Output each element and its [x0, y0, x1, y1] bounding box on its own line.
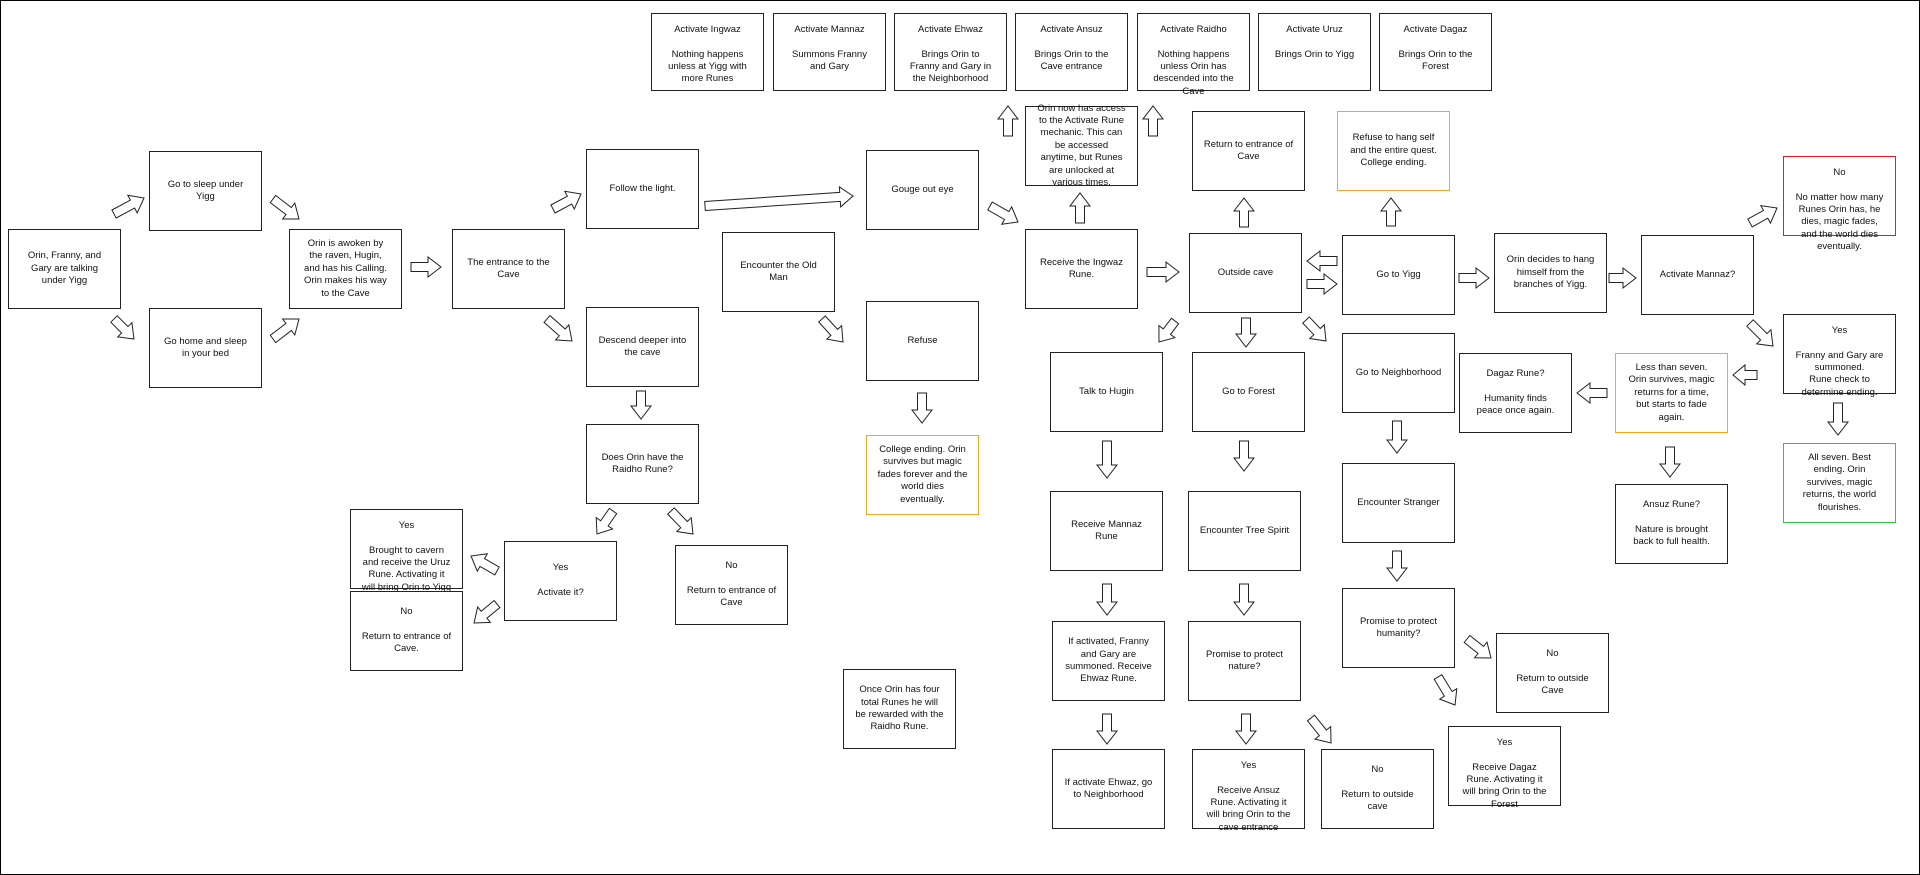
- flow-arrow-icon: [1095, 713, 1119, 745]
- flow-arrow-icon: [910, 392, 934, 424]
- flow-arrow-icon: [1095, 583, 1119, 616]
- flow-arrow-icon: [410, 255, 442, 279]
- flow-arrow-icon: [1458, 266, 1490, 290]
- node-receive-mannaz: Receive Mannaz Rune: [1050, 491, 1163, 571]
- node-protect-humanity: Promise to protect humanity?: [1342, 588, 1455, 668]
- node-old-man: Encounter the Old Man: [722, 232, 835, 312]
- flow-arrow-icon: [1234, 317, 1258, 348]
- flow-arrow-icon: [1232, 583, 1256, 616]
- node-uruz-no: No Return to entrance of Cave.: [350, 591, 463, 671]
- node-outside-cave: Outside cave: [1189, 233, 1302, 313]
- node-activate-ansuz: Activate Ansuz Brings Orin to the Cave e…: [1015, 13, 1128, 91]
- flow-arrow-icon: [629, 390, 653, 420]
- flow-arrow-icon: [1146, 260, 1180, 284]
- node-uruz-yes: Yes Brought to cavern and receive the Ur…: [350, 509, 463, 593]
- node-ansuz-check: Ansuz Rune? Nature is brought back to fu…: [1615, 484, 1728, 564]
- flow-arrow-icon: [1301, 316, 1327, 342]
- node-all-seven: All seven. Best ending. Orin survives, m…: [1783, 443, 1896, 523]
- flow-arrow-icon: [543, 314, 573, 342]
- flow-arrow-icon: [1385, 420, 1409, 454]
- node-gouge-eye: Gouge out eye: [866, 150, 979, 230]
- flow-arrow-icon: [1576, 381, 1608, 405]
- node-follow-light: Follow the light.: [586, 149, 699, 229]
- flow-arrow-icon: [1826, 402, 1850, 436]
- node-start: Orin, Franny, and Gary are talking under…: [8, 229, 121, 309]
- node-awoken: Orin is awoken by the raven, Hugin, and …: [289, 229, 402, 309]
- flow-arrow-icon: [550, 190, 582, 214]
- node-raidho-yes: Yes Activate it?: [504, 541, 617, 621]
- node-activate-dagaz: Activate Dagaz Brings Orin to the Forest: [1379, 13, 1492, 91]
- flow-arrow-icon: [269, 318, 300, 344]
- node-talk-hugin: Talk to Hugin: [1050, 352, 1163, 432]
- flow-arrow-icon: [1095, 440, 1119, 479]
- flow-arrow-icon: [269, 194, 300, 220]
- node-sleep-yigg: Go to sleep under Yigg: [149, 151, 262, 231]
- node-refuse-hang: Refuse to hang self and the entire quest…: [1337, 111, 1450, 191]
- flow-arrow-icon: [996, 105, 1020, 137]
- flow-arrow-icon: [817, 315, 844, 343]
- node-humanity-yes: Yes Receive Dagaz Rune. Activating it wi…: [1448, 726, 1561, 810]
- node-hang-self: Orin decides to hang himself from the br…: [1494, 233, 1607, 313]
- flow-arrow-icon: [1158, 317, 1180, 343]
- node-nature-no: No Return to outside cave: [1321, 749, 1434, 829]
- flow-arrow-icon: [987, 201, 1019, 225]
- node-dagaz-check: Dagaz Rune? Humanity finds peace once ag…: [1459, 353, 1572, 433]
- flow-arrow-icon: [1141, 105, 1165, 137]
- node-nature-yes: Yes Receive Ansuz Rune. Activating it wi…: [1192, 749, 1305, 833]
- flow-arrow-icon: [1433, 674, 1458, 706]
- flow-arrow-icon: [1232, 440, 1256, 472]
- flow-arrow-icon: [1463, 634, 1492, 659]
- node-mannaz-no: No No matter how many Runes Orin has, he…: [1783, 156, 1896, 252]
- node-return-entrance: Return to entrance of Cave: [1192, 111, 1305, 191]
- node-activate-mannaz-q: Activate Mannaz?: [1641, 235, 1754, 315]
- node-raidho-no: No Return to entrance of Cave: [675, 545, 788, 625]
- flow-arrow-icon: [1658, 446, 1682, 478]
- flow-arrow-icon: [1379, 197, 1403, 227]
- node-college-ending-1: College ending. Orin survives but magic …: [866, 435, 979, 515]
- node-stranger: Encounter Stranger: [1342, 463, 1455, 543]
- flow-arrow-icon: [1068, 192, 1092, 224]
- node-raidho-check: Does Orin have the Raidho Rune?: [586, 424, 699, 504]
- node-sleep-bed: Go home and sleep in your bed: [149, 308, 262, 388]
- flow-arrow-icon: [1306, 272, 1338, 296]
- flow-arrow-icon: [111, 194, 145, 219]
- node-go-yigg: Go to Yigg: [1342, 235, 1455, 315]
- node-go-neighborhood: Go to Neighborhood: [1342, 333, 1455, 413]
- node-cave-entrance: The entrance to the Cave: [452, 229, 565, 309]
- node-ingwaz-receive: Receive the Ingwaz Rune.: [1025, 229, 1138, 309]
- flow-arrow-icon: [470, 553, 500, 576]
- flow-arrow-icon: [1306, 714, 1332, 744]
- node-activate-mechanic: Orin now has access to the Activate Rune…: [1025, 103, 1138, 188]
- flow-arrow-icon: [1732, 363, 1758, 387]
- node-four-runes: Once Orin has four total Runes he will b…: [843, 669, 956, 749]
- node-go-forest: Go to Forest: [1192, 352, 1305, 432]
- flow-arrow-icon: [1306, 249, 1338, 273]
- flow-arrow-icon: [595, 507, 618, 535]
- flow-arrow-icon: [666, 507, 694, 535]
- flow-arrow-icon: [473, 599, 501, 624]
- node-protect-nature: Promise to protect nature?: [1188, 621, 1301, 701]
- flow-arrow-icon: [1234, 713, 1258, 745]
- flow-arrow-icon: [1746, 319, 1774, 347]
- flow-arrow-icon: [1608, 266, 1637, 290]
- node-less-seven: Less than seven. Orin survives, magic re…: [1615, 353, 1728, 433]
- node-descend: Descend deeper into the cave: [586, 307, 699, 387]
- node-mannaz-yes: Yes Franny and Gary are summoned. Rune c…: [1783, 314, 1896, 398]
- flow-arrow-icon: [110, 315, 135, 340]
- flow-arrow-icon: [1747, 204, 1778, 228]
- node-activate-mannaz: Activate Mannaz Summons Franny and Gary: [773, 13, 886, 91]
- flow-arrow-icon: [704, 185, 854, 212]
- node-humanity-no: No Return to outside Cave: [1496, 633, 1609, 713]
- node-activate-ehwaz: Activate Ehwaz Brings Orin to Franny and…: [894, 13, 1007, 91]
- node-ehwaz-neighborhood: If activate Ehwaz, go to Neighborhood: [1052, 749, 1165, 829]
- node-activate-uruz: Activate Uruz Brings Orin to Yigg: [1258, 13, 1371, 91]
- flow-arrow-icon: [1385, 550, 1409, 582]
- node-tree-spirit: Encounter Tree Spirit: [1188, 491, 1301, 571]
- node-refuse: Refuse: [866, 301, 979, 381]
- node-activate-ingwaz: Activate Ingwaz Nothing happens unless a…: [651, 13, 764, 91]
- flow-arrow-icon: [1232, 197, 1256, 228]
- node-franny-gary-ehwaz: If activated, Franny and Gary are summon…: [1052, 621, 1165, 701]
